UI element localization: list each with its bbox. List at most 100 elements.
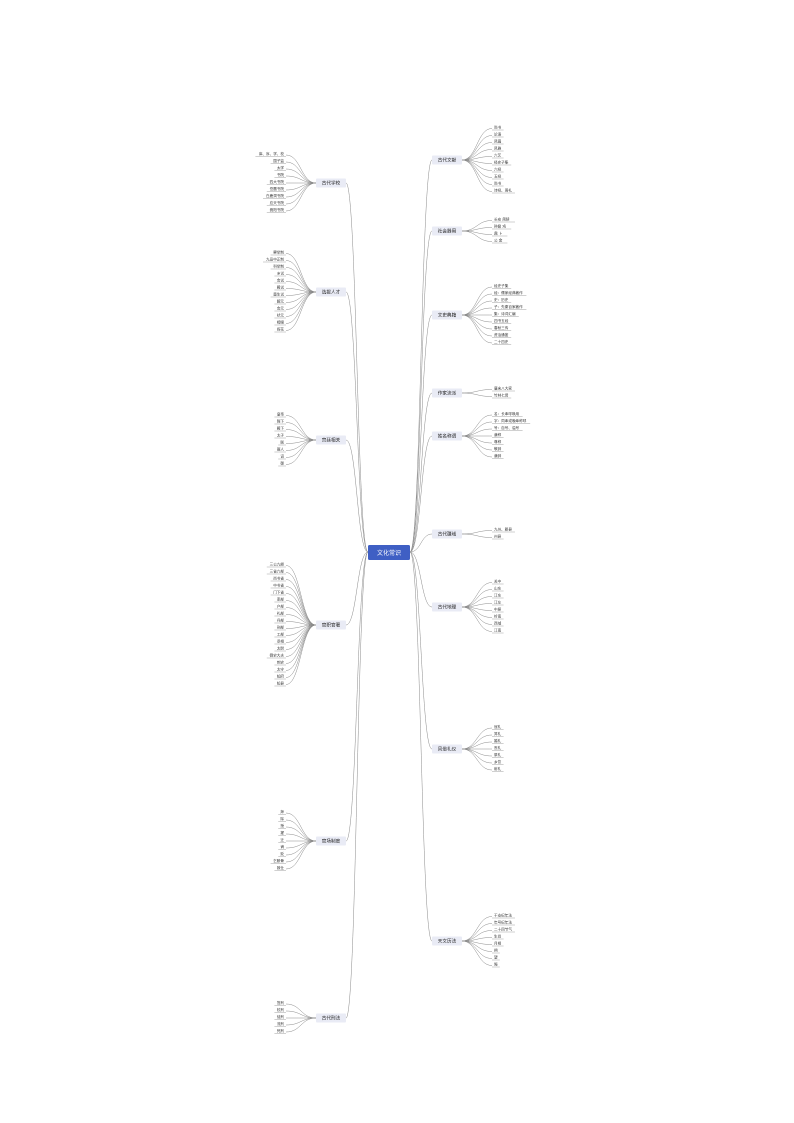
child-node[interactable]: 字：同辈或晚辈称呼 (494, 418, 527, 423)
child-node[interactable]: 丞相 (277, 639, 285, 644)
child-node[interactable]: 九品中正制 (266, 257, 284, 262)
child-node[interactable]: 除 (280, 816, 284, 821)
child-node[interactable]: 江东 (494, 593, 502, 598)
child-node[interactable]: 庠、序、学、校 (259, 151, 285, 156)
branch-node[interactable]: 天文历法 (432, 936, 462, 946)
child-node[interactable]: 西域 (494, 621, 502, 626)
child-node[interactable]: 二十四节气 (494, 927, 512, 932)
branch-node[interactable]: 风俗礼仪 (432, 744, 462, 754)
child-node[interactable]: 工部 (277, 632, 285, 637)
child-node[interactable]: 钟鼎 鸡 (494, 224, 506, 229)
child-node[interactable]: 丧礼 (494, 745, 502, 750)
child-node[interactable]: 国子监 (273, 158, 284, 163)
child-node[interactable]: 知县 (277, 681, 285, 686)
child-node[interactable]: 谦称 (494, 432, 502, 437)
child-node[interactable]: 寡人 (277, 447, 285, 452)
child-node[interactable]: 察举制 (273, 250, 284, 255)
child-node[interactable]: 陛下 (277, 419, 285, 424)
child-node[interactable]: 经史子集 (494, 283, 509, 288)
child-node[interactable]: 史：历史 (494, 297, 509, 302)
child-node[interactable]: 御史大夫 (270, 653, 285, 658)
child-node[interactable]: 中书省 (273, 583, 284, 588)
child-node[interactable]: 朕 (280, 440, 284, 445)
child-node[interactable]: 二十四史 (494, 339, 509, 344)
child-node[interactable]: 童生试 (273, 292, 284, 297)
child-node[interactable]: 鼎 卜 (494, 231, 503, 236)
child-node[interactable]: 刺史 (277, 660, 285, 665)
child-node[interactable]: 嵩阳书院 (270, 207, 285, 212)
child-node[interactable]: 江南 (494, 628, 502, 633)
child-node[interactable]: 迁 (280, 837, 284, 842)
child-node[interactable]: 年号纪年法 (494, 920, 512, 925)
child-node[interactable]: 经：儒家经典著作 (494, 290, 523, 295)
branch-node[interactable]: 选拔人才 (316, 287, 346, 297)
child-node[interactable]: 四大书院 (270, 179, 285, 184)
child-node[interactable]: 春秋三传 (494, 325, 509, 330)
child-node[interactable]: 贬 (280, 851, 284, 856)
branch-node[interactable]: 宫廷相关 (316, 435, 346, 445)
child-node[interactable]: 岭南 (494, 614, 502, 619)
child-node[interactable]: 生肖 (494, 934, 502, 939)
root-node[interactable]: 文化常识 (368, 545, 410, 560)
child-node[interactable]: 擢 (280, 830, 284, 835)
child-node[interactable]: 致仕 (277, 865, 285, 870)
branch-node[interactable]: 古代文献 (432, 155, 462, 165)
child-node[interactable]: 会元 (277, 306, 285, 311)
branch-node[interactable]: 姓名称谓 (432, 431, 462, 441)
child-node[interactable]: 谦辞 (494, 453, 502, 458)
child-node[interactable]: 五经 (494, 174, 502, 179)
child-node[interactable]: 状元 (277, 313, 285, 318)
child-node[interactable]: 知府 (277, 674, 285, 679)
child-node[interactable]: 解元 (277, 299, 285, 304)
child-node[interactable]: 关中 (494, 579, 502, 584)
child-node[interactable]: 岳麓书院 (270, 186, 285, 191)
branch-node[interactable]: 社会器用 (432, 226, 462, 236)
child-node[interactable]: 资治通鉴 (494, 332, 509, 337)
child-node[interactable]: 死刑 (277, 1028, 285, 1033)
child-node[interactable]: 六经 (494, 167, 502, 172)
child-node[interactable]: 尚书 (494, 125, 502, 130)
child-node[interactable]: 科举制 (273, 264, 284, 269)
child-node[interactable]: 书院 (277, 172, 285, 177)
child-node[interactable]: 月相 (494, 941, 502, 946)
branch-node[interactable]: 官场制度 (316, 836, 346, 846)
child-node[interactable]: 山东 (494, 586, 502, 591)
child-node[interactable]: 太守 (277, 667, 285, 672)
child-node[interactable]: 集：诗词汇编 (494, 311, 516, 316)
branch-node[interactable]: 古代学校 (316, 178, 346, 188)
branch-node[interactable]: 古代刑法 (316, 1013, 346, 1023)
child-node[interactable]: 笄礼 (494, 731, 502, 736)
child-node[interactable]: 冠礼 (494, 724, 502, 729)
child-node[interactable]: 礼部 (277, 611, 285, 616)
child-node[interactable]: 会试 (277, 278, 285, 283)
child-node[interactable]: 六艺 (494, 153, 502, 158)
child-node[interactable]: 谪 (280, 844, 284, 849)
child-node[interactable]: 公 金 (494, 238, 503, 243)
child-node[interactable]: 户部 (277, 604, 285, 609)
child-node[interactable]: 风骚 (494, 139, 502, 144)
child-node[interactable]: 拜 (280, 809, 284, 814)
branch-node[interactable]: 作家流派 (432, 388, 462, 398)
child-node[interactable]: 干支纪年法 (494, 913, 512, 918)
child-node[interactable]: 敬辞 (494, 446, 502, 451)
child-node[interactable]: 诏 (280, 454, 284, 459)
branch-node[interactable]: 古代疆域 (432, 529, 462, 539)
child-node[interactable]: 论语 (494, 132, 502, 137)
branch-node[interactable]: 文史典籍 (432, 310, 462, 320)
child-node[interactable]: 祭礼 (494, 752, 502, 757)
child-node[interactable]: 唐宋八大家 (494, 386, 512, 391)
child-node[interactable]: 朔 (494, 948, 498, 953)
child-node[interactable]: 九州、郡县 (494, 527, 512, 532)
child-node[interactable]: 应天书院 (270, 200, 285, 205)
child-node[interactable]: 射礼 (494, 766, 502, 771)
child-node[interactable]: 吏部 (277, 597, 285, 602)
child-node[interactable]: 望 (494, 955, 498, 960)
child-node[interactable]: 乞骸骨 (273, 858, 284, 863)
child-node[interactable]: 皇帝 (277, 412, 285, 417)
child-node[interactable]: 太尉 (277, 646, 285, 651)
child-node[interactable]: 榜眼 (277, 320, 285, 325)
child-node[interactable]: 长安 简牍 (494, 217, 510, 222)
child-node[interactable]: 经史子集 (494, 160, 509, 165)
child-node[interactable]: 御 (280, 461, 284, 466)
child-node[interactable]: 流刑 (277, 1021, 285, 1026)
